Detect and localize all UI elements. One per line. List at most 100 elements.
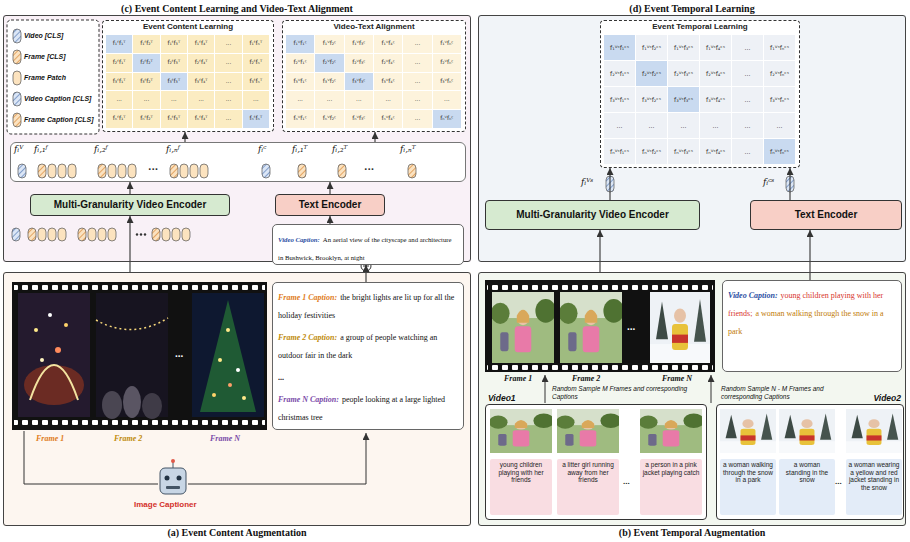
caption-text: Video Caption: — [278, 236, 320, 243]
ellipsis: ... — [175, 349, 183, 359]
matrix-cell: f₃ⱽˢf₃ᶜˢ — [668, 87, 699, 112]
legend-text: Video [CLS] — [24, 31, 63, 41]
matrix-cell: fₙᶠf₃ᵀ — [161, 110, 187, 128]
token-symbol — [38, 228, 46, 241]
matrix-cell: ... — [315, 91, 343, 109]
caption-box: Frame 1 Caption:the bright lights are li… — [272, 282, 464, 430]
symbol-label: ... — [148, 162, 158, 173]
symbol-label: ... — [364, 162, 374, 173]
matrix-cell: ... — [732, 87, 763, 112]
token-symbol — [128, 164, 136, 178]
box-heading: Event Content Learning — [103, 22, 273, 32]
matrix-cell: ... — [403, 54, 431, 72]
matrix-cell: ... — [133, 91, 159, 109]
matrix-cell: ... — [668, 113, 699, 138]
text-encoder: Text Encoder — [275, 194, 385, 216]
matrix-cell: f₃ᶠf₂ᵀ — [133, 73, 159, 91]
connector-group — [130, 132, 810, 282]
connector-arrow — [365, 265, 366, 282]
token-symbol — [162, 228, 170, 241]
matrix-cell: fₙⱽˢf₁ᶜˢ — [604, 139, 635, 164]
panel-fill — [3, 272, 471, 526]
matrix-cell: f₂ᶠfₙᵀ — [243, 54, 269, 72]
robot-icon — [177, 476, 182, 481]
box-heading: Event Temporal Learning — [601, 22, 799, 32]
connector-arrow — [184, 132, 185, 142]
video-box: Video2a woman walking through the snow i… — [716, 404, 904, 520]
panel-fill — [478, 15, 906, 262]
token-symbol — [58, 228, 66, 241]
video-frame — [720, 409, 776, 453]
matrix-cell: ... — [188, 91, 214, 109]
matrix-cell: f₁ⱽf₄ᶜ — [374, 35, 402, 53]
matrix-cell: f₂ⱽˢf₄ᶜˢ — [700, 61, 731, 86]
matrix-cell: f₃ⱽf₄ᶜ — [374, 73, 402, 91]
matrix-cell: fₙⱽˢfₙᶜˢ — [764, 139, 795, 164]
matrix-cell: f₁ᶠfₙᵀ — [243, 35, 269, 53]
frame-label: Frame 2 — [114, 434, 142, 444]
matrix-cell: f₁ⱽˢf₂ᶜˢ — [636, 35, 667, 60]
film-strip — [55, 347, 61, 353]
film-strip — [96, 318, 168, 330]
video-frame — [779, 409, 835, 453]
frame-caption: a person in a pink jacket playing catch — [640, 459, 702, 515]
matrix-cell: f₃ⱽˢfₙᶜˢ — [764, 87, 795, 112]
film-strip — [64, 323, 68, 327]
box-fill — [485, 404, 707, 520]
film-strip — [24, 365, 84, 405]
matrix-cell: f₂ᶠf₁ᵀ — [106, 54, 132, 72]
connector-arrow — [329, 182, 330, 194]
matrix-cell: ... — [403, 73, 431, 91]
panel: (a) Event Content AugmentationFrame 1 Ca… — [3, 272, 471, 526]
matrix-cell: ... — [732, 113, 763, 138]
video-frame — [639, 409, 704, 453]
symbol-label: fᵢ,₁ᶠ — [34, 144, 48, 155]
film-strip — [485, 280, 715, 372]
matrix-cell: ... — [403, 35, 431, 53]
matrix-box: Event Temporal Learningf₁ⱽˢf₁ᶜˢf₁ⱽˢf₂ᶜˢf… — [600, 20, 800, 168]
film-strip — [242, 396, 246, 400]
film-strip — [200, 300, 256, 412]
caption-text: Frame 2 Caption: — [278, 333, 337, 342]
frame-label: Frame 1 — [504, 374, 532, 384]
legend-text: Video Caption [CLS] — [24, 94, 91, 104]
matrix-cell: f₃ⱽˢf₄ᶜˢ — [700, 87, 731, 112]
frame-label: Frame 2 — [572, 374, 600, 384]
token-symbol — [13, 71, 21, 85]
matrix-cell: f₁ⱽf₂ᶜ — [315, 35, 343, 53]
matrix-cell: f₃ᶠf₃ᵀ — [161, 73, 187, 91]
encoder-label: Text Encoder — [795, 209, 858, 221]
matrix-cell: ... — [636, 113, 667, 138]
film-strip — [487, 365, 713, 370]
symbol-label: fᵢᶜ — [258, 144, 266, 155]
token-symbol — [152, 228, 160, 241]
line-gap — [278, 322, 458, 326]
film-strip — [228, 383, 232, 387]
connector-arrow — [599, 230, 600, 272]
token-symbol — [48, 164, 56, 178]
token-symbol — [408, 164, 416, 178]
matrix-cell: fₙᶠf₂ᵀ — [133, 110, 159, 128]
token-symbol — [298, 164, 306, 178]
video-box: Video1young children playing with her fr… — [485, 404, 707, 520]
legend-text: Frame [CLS] — [24, 52, 66, 62]
video-encoder: Multi-Granularity Video Encoder — [30, 194, 230, 216]
film-strip — [559, 292, 624, 363]
legend-text: Frame Patch — [24, 73, 66, 83]
matrix-cell: f₃ⱽfₙᶜ — [433, 73, 461, 91]
matrix-cell: ... — [286, 91, 314, 109]
matrix-cell: ... — [403, 91, 431, 109]
token-symbol — [170, 164, 178, 178]
panel-title: (a) Event Content Augmentation — [4, 527, 470, 538]
film-strip — [48, 313, 52, 317]
matrix-cell: fₙⱽˢf₂ᶜˢ — [636, 139, 667, 164]
encoder-label: Multi-Granularity Video Encoder — [54, 199, 207, 211]
captioner-wire — [188, 433, 366, 484]
token-symbol — [13, 113, 21, 127]
panel-title: (d) Event Temporal Learning — [479, 3, 905, 14]
matrix-cell: f₁ⱽf₃ᶜ — [345, 35, 373, 53]
token-symbol — [200, 164, 208, 178]
film-strip — [487, 285, 713, 290]
sample-arrow — [711, 375, 712, 403]
film-strip — [142, 393, 162, 419]
